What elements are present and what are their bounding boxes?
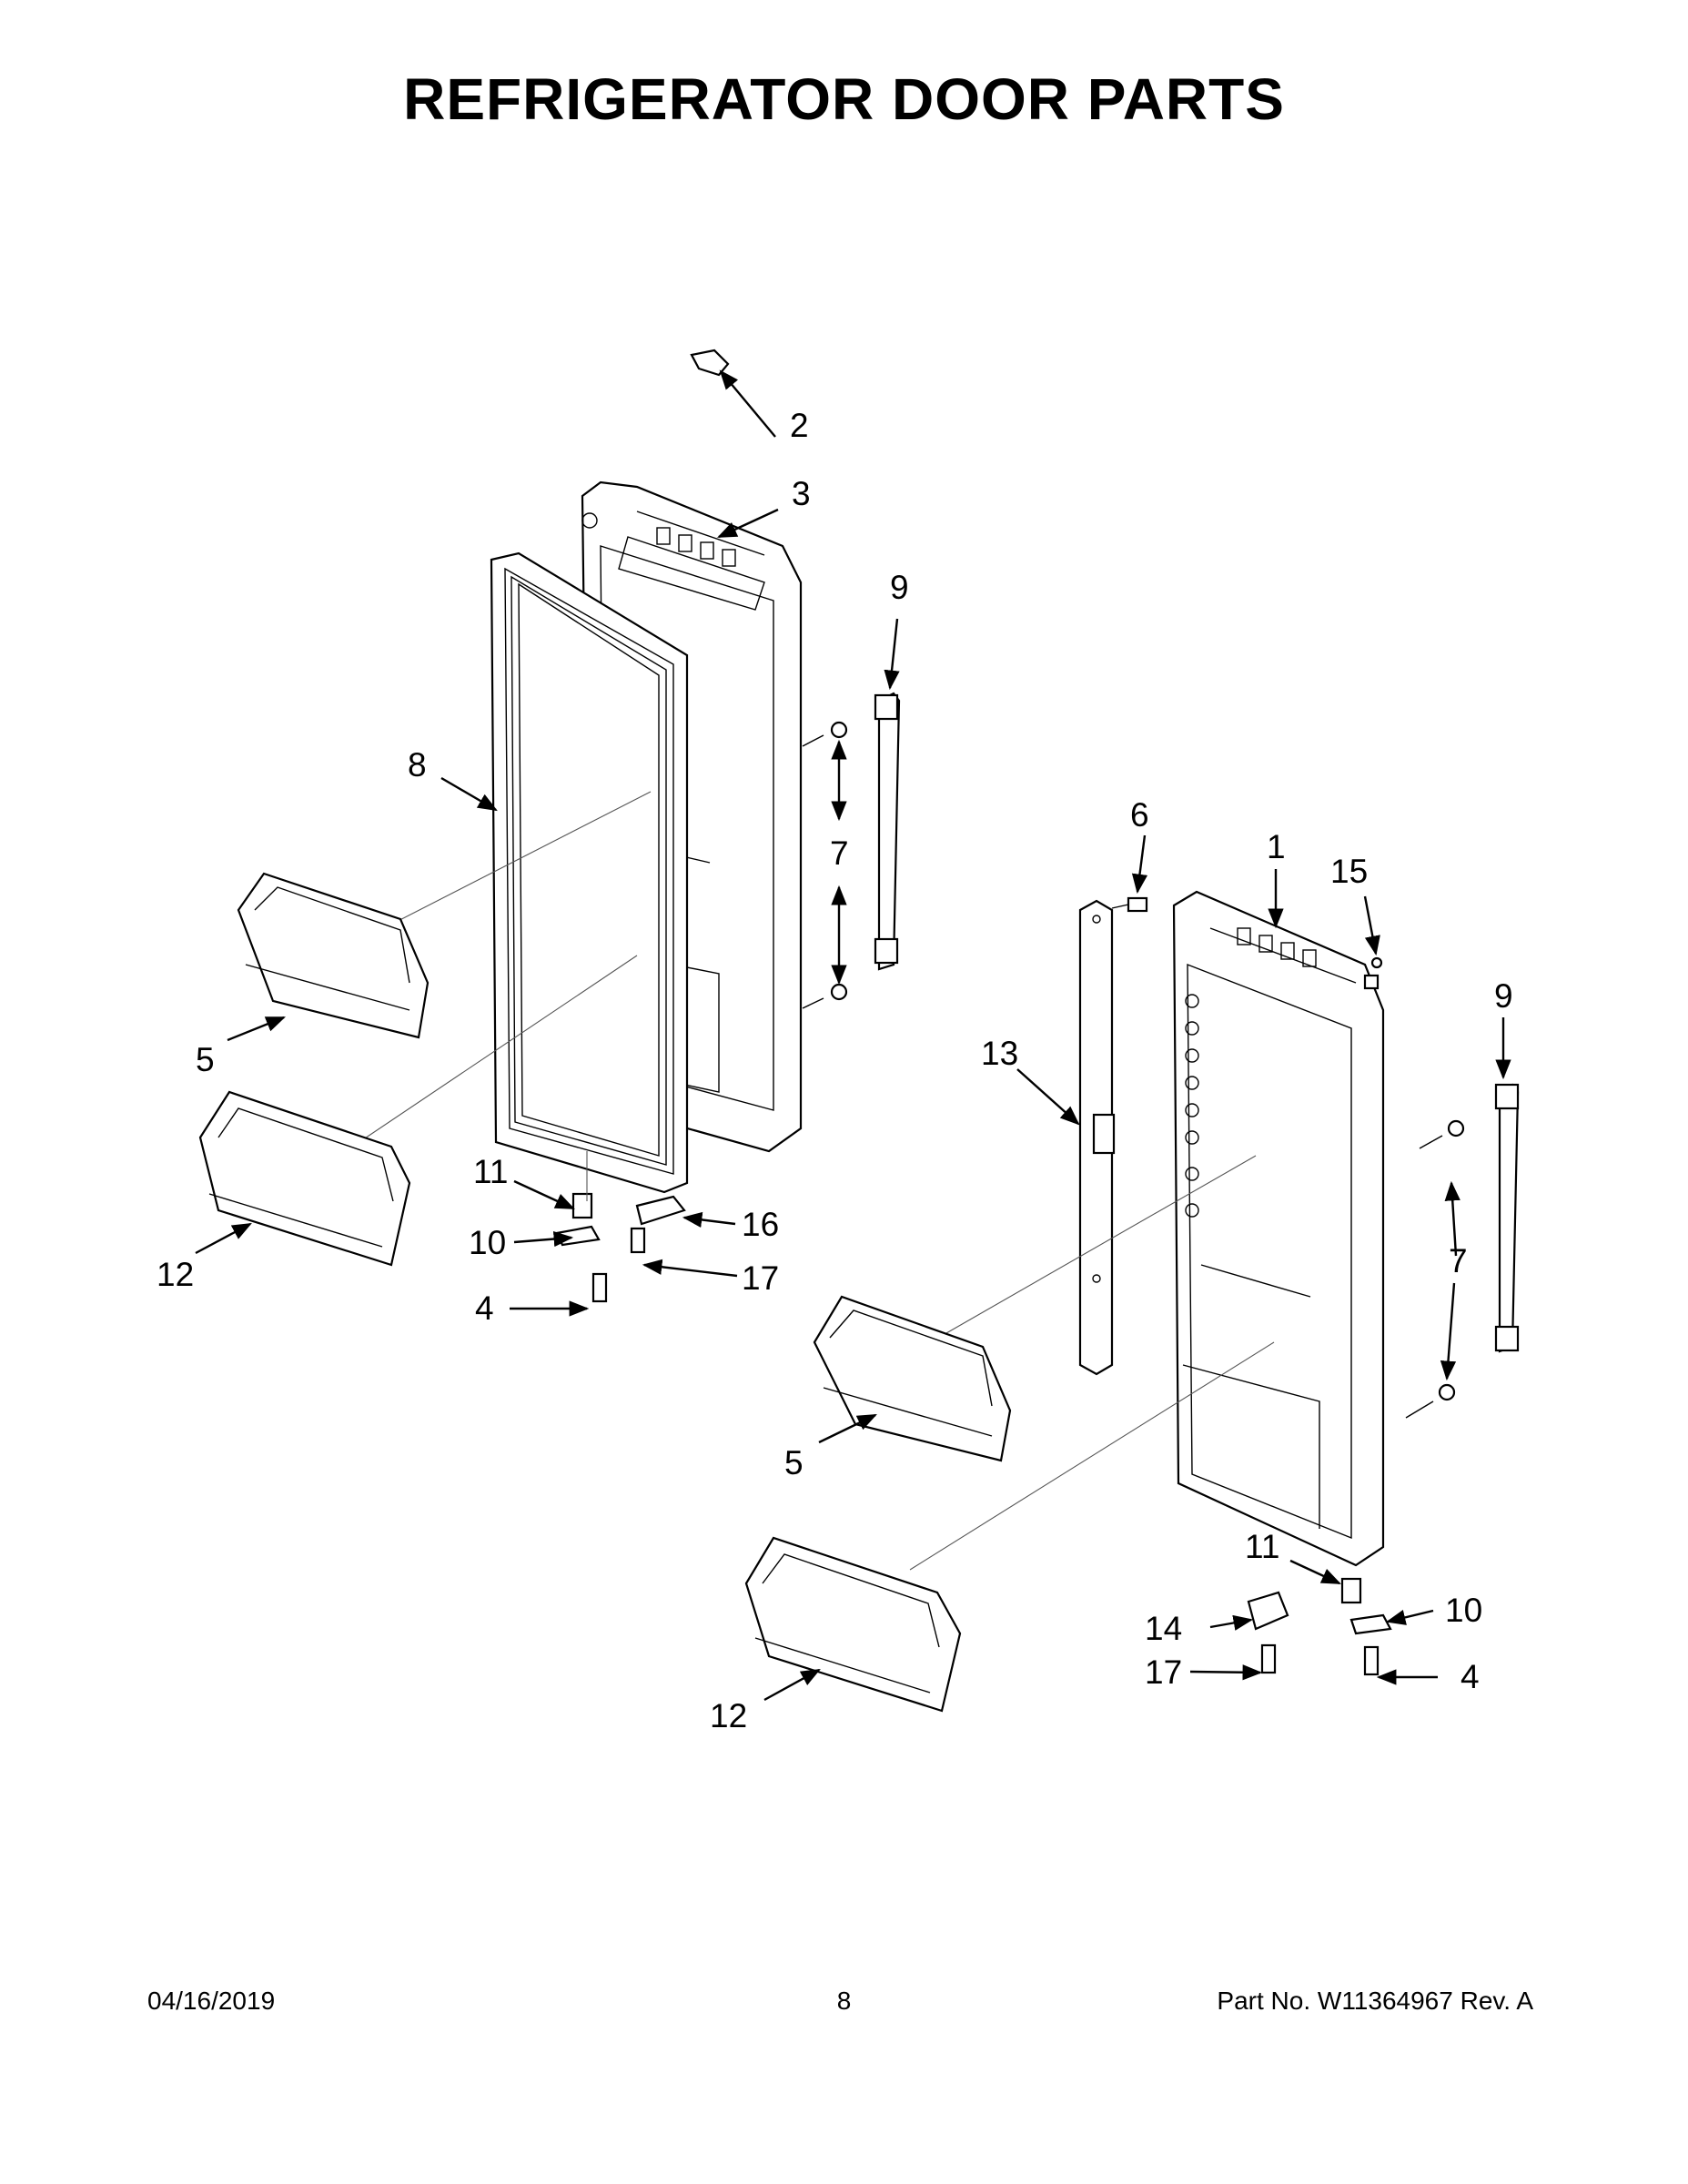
footer-part-number: Part No. W11364967 Rev. A — [1217, 1987, 1533, 2015]
right-door-shelf-pegs — [1185, 994, 1199, 1218]
callout-4-right: 4 — [1461, 1658, 1480, 1695]
callout-5-right: 5 — [784, 1444, 804, 1481]
callout-12-right: 12 — [710, 1697, 747, 1734]
callout-17-right: 17 — [1145, 1653, 1182, 1691]
right-door-bin-large — [744, 1536, 962, 1713]
callout-6: 6 — [1130, 796, 1149, 834]
left-handle-trim — [874, 692, 901, 971]
callout-11-left: 11 — [473, 1153, 508, 1190]
left-hinge-hardware — [555, 1192, 686, 1303]
left-door-dispenser-tabs — [656, 527, 736, 567]
callout-4-left: 4 — [475, 1289, 494, 1327]
callout-3: 3 — [792, 475, 811, 512]
page-title: REFRIGERATOR DOOR PARTS — [403, 66, 1285, 132]
mullion-screw — [1111, 896, 1148, 913]
callout-17-left: 17 — [742, 1259, 779, 1297]
center-mullion — [1078, 899, 1116, 1376]
left-door-gasket — [490, 551, 689, 1194]
right-handle-screws — [1405, 1119, 1465, 1419]
right-hinge-hardware — [1247, 1577, 1392, 1676]
callout-9-left: 9 — [890, 569, 909, 606]
callout-8: 8 — [408, 746, 427, 784]
callout-7-left: 7 — [830, 834, 849, 872]
callout-12-left: 12 — [157, 1256, 194, 1293]
callout-arrows — [195, 369, 1511, 1702]
footer-page-number: 8 — [836, 1987, 852, 2015]
right-handle-trim — [1494, 1083, 1520, 1353]
callout-10-left: 10 — [469, 1224, 506, 1261]
left-handle-screws — [802, 721, 848, 1009]
left-door-assembly — [345, 349, 901, 1303]
right-door-bin-small — [813, 1295, 1012, 1462]
left-door-top-cap — [690, 349, 730, 377]
callout-16: 16 — [742, 1206, 779, 1243]
callout-15: 15 — [1330, 853, 1368, 890]
right-door-dispenser-tabs — [1237, 927, 1317, 967]
callout-2: 2 — [790, 407, 809, 444]
callout-10-right: 10 — [1445, 1592, 1482, 1629]
left-door-bin-large — [198, 1090, 411, 1267]
callout-9-right: 9 — [1494, 977, 1513, 1015]
callout-labels: 2 3 9 8 7 6 1 15 9 5 13 12 11 16 10 17 4… — [157, 407, 1513, 1734]
callout-11-right: 11 — [1245, 1528, 1279, 1565]
callout-7-right: 7 — [1449, 1242, 1468, 1279]
left-door-bin-small — [237, 872, 430, 1039]
callout-14: 14 — [1145, 1610, 1182, 1647]
callout-5-left: 5 — [196, 1041, 215, 1078]
callout-13: 13 — [981, 1035, 1018, 1072]
footer-date: 04/16/2019 — [147, 1987, 276, 2015]
right-door-assembly — [1172, 890, 1385, 1567]
callout-1: 1 — [1267, 828, 1286, 865]
